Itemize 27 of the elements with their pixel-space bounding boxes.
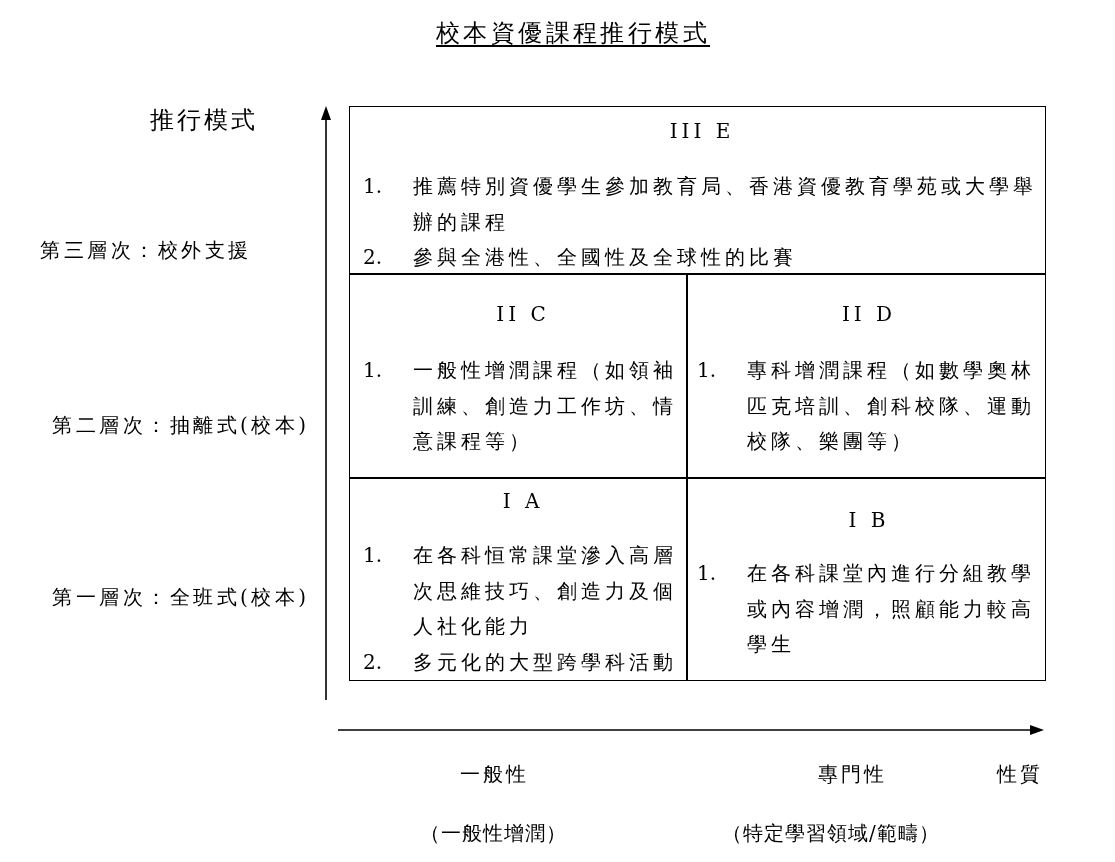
- quadrant-panel: [349, 106, 1046, 275]
- category-label: 專門性: [818, 761, 887, 788]
- level-label: 第二層次：抽離式(校本): [52, 412, 310, 439]
- axis-title: 推行模式: [150, 105, 258, 136]
- quadrant-panel: [349, 273, 688, 479]
- list-item: 2. 參與全港性、全國性及全球性的比賽: [363, 244, 797, 271]
- quadrant-panel: [686, 477, 1046, 681]
- category-note: （一般性增潤）: [420, 820, 567, 847]
- axis-title: 性質: [997, 761, 1043, 788]
- title: 校本資優課程推行模式: [436, 18, 710, 49]
- list-item: 1. 一般性增潤課程（如領袖訓練、創造力工作坊、情意課程等）: [363, 357, 678, 455]
- quadrant-panel: [349, 477, 688, 681]
- list-item: 1. 推薦特別資優學生參加教育局、香港資優教育學苑或大學舉辦的課程: [363, 173, 1038, 236]
- quadrant-panel: [686, 273, 1046, 479]
- quadrant-heading: II C: [496, 301, 550, 328]
- level-label: 第三層次：校外支援: [40, 237, 252, 264]
- list-item: 2. 多元化的大型跨學科活動: [363, 648, 677, 676]
- quadrant-heading: I B: [848, 507, 890, 534]
- quadrant-heading: II D: [841, 301, 897, 328]
- list-item: 1. 在各科恒常課堂滲入高層次思維技巧、創造力及個人社化能力: [363, 542, 678, 640]
- category-note: （特定學習領域/範疇）: [722, 820, 940, 847]
- category-label: 一般性: [460, 761, 529, 788]
- quadrant-heading: I A: [502, 488, 544, 515]
- level-label: 第一層次：全班式(校本): [52, 584, 310, 611]
- list-item: 1. 專科增潤課程（如數學奧林匹克培訓、創科校隊、運動校隊、樂團等）: [697, 357, 1036, 455]
- quadrant-heading: III E: [669, 118, 735, 145]
- list-item: 1. 在各科課堂內進行分組教學或內容增潤，照顧能力較高學生: [697, 560, 1036, 658]
